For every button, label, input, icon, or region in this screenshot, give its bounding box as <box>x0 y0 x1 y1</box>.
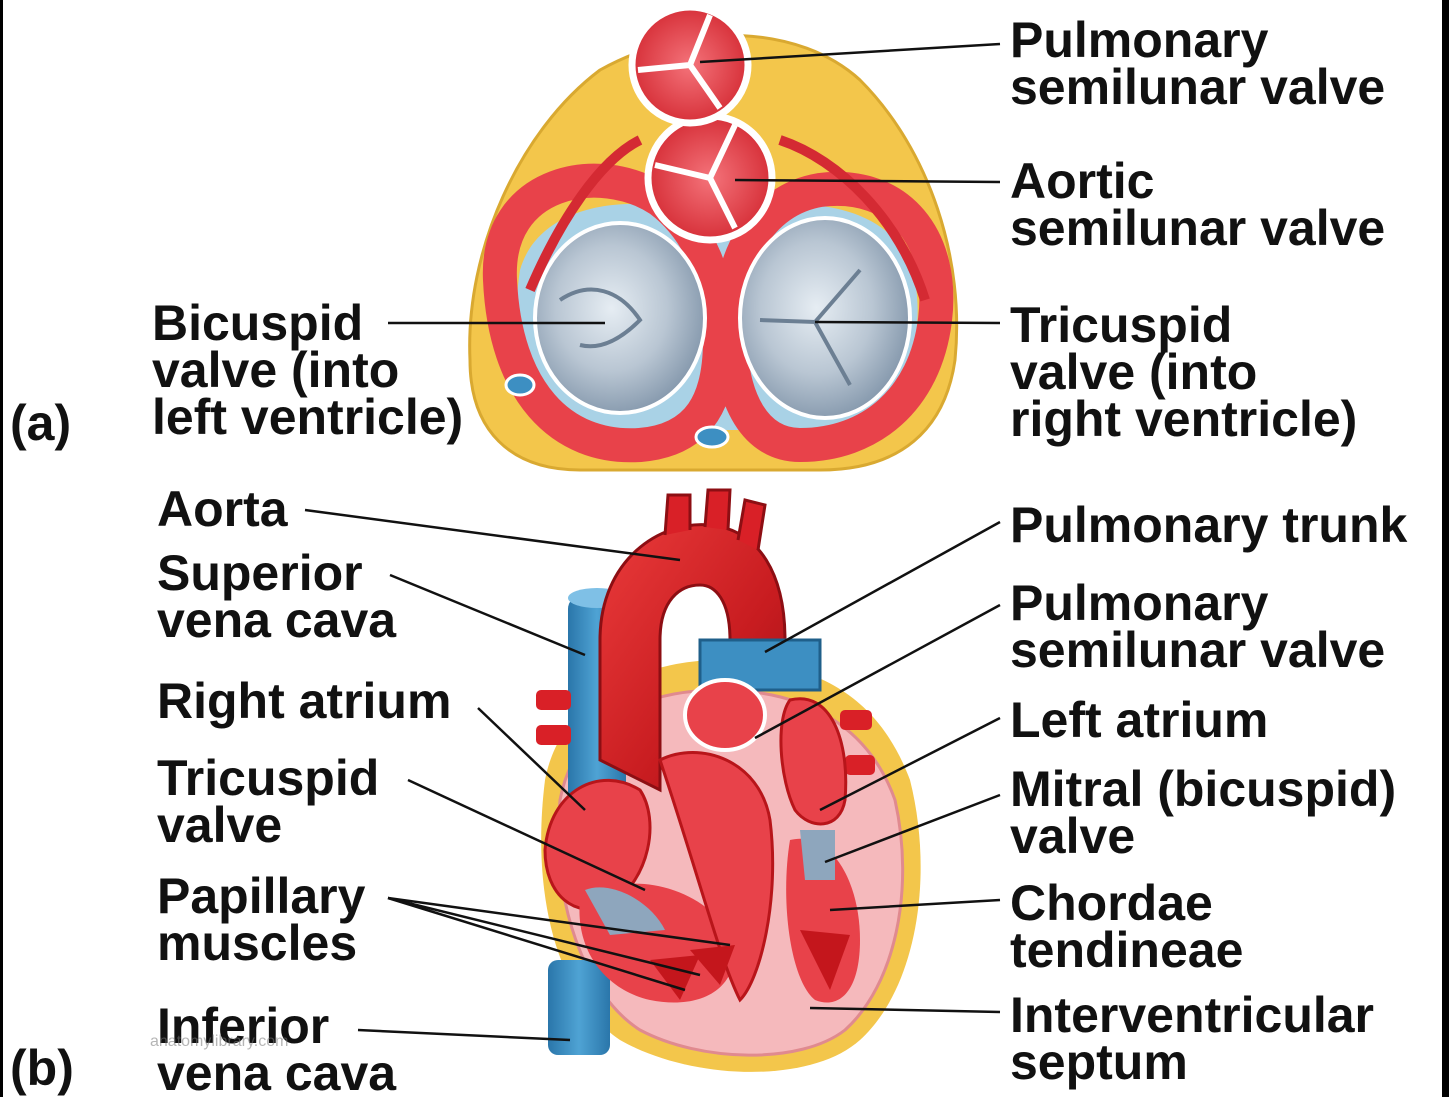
frontal-section-heart <box>536 490 921 1072</box>
label-pulmonary-semilunar-valve-b: Pulmonary semilunar valve <box>1010 580 1385 674</box>
label-pulmonary-semilunar-valve-a: Pulmonary semilunar valve <box>1010 17 1385 111</box>
bicuspid-valve-leaflets <box>535 223 705 413</box>
label-bicuspid-valve: Bicuspid valve (into left ventricle) <box>152 300 463 441</box>
tricuspid-valve-leaflets <box>740 218 910 418</box>
panel-label-a: (a) <box>10 400 71 447</box>
label-interventricular-septum: Interventricular septum <box>1010 992 1374 1086</box>
pulmonary-valve-region <box>685 680 765 750</box>
label-aortic-semilunar-valve: Aortic semilunar valve <box>1010 158 1385 252</box>
valve-cross-section <box>470 7 957 470</box>
label-mitral-valve: Mitral (bicuspid) valve <box>1010 766 1396 860</box>
label-pulmonary-trunk: Pulmonary trunk <box>1010 502 1407 549</box>
leader-superior-vena-cava <box>390 575 585 655</box>
mitral-valve-leaflet <box>800 830 835 880</box>
label-superior-vena-cava: Superior vena cava <box>157 550 396 644</box>
watermark: anatomylibrary.com <box>150 1033 288 1051</box>
label-tricuspid-valve-a: Tricuspid valve (into right ventricle) <box>1010 302 1357 443</box>
label-chordae-tendineae: Chordae tendineae <box>1010 880 1243 974</box>
coronary-sinus <box>506 375 534 395</box>
leader-tricuspid-a <box>815 322 1000 323</box>
label-left-atrium: Left atrium <box>1010 697 1268 744</box>
label-aorta: Aorta <box>157 486 288 533</box>
leader-pulmonary-trunk <box>765 522 1000 652</box>
label-right-atrium: Right atrium <box>157 678 451 725</box>
inferior-vena-cava <box>548 960 610 1055</box>
label-tricuspid-valve-b: Tricuspid valve <box>157 755 379 849</box>
panel-label-b: (b) <box>10 1045 74 1092</box>
label-papillary-muscles: Papillary muscles <box>157 873 365 967</box>
